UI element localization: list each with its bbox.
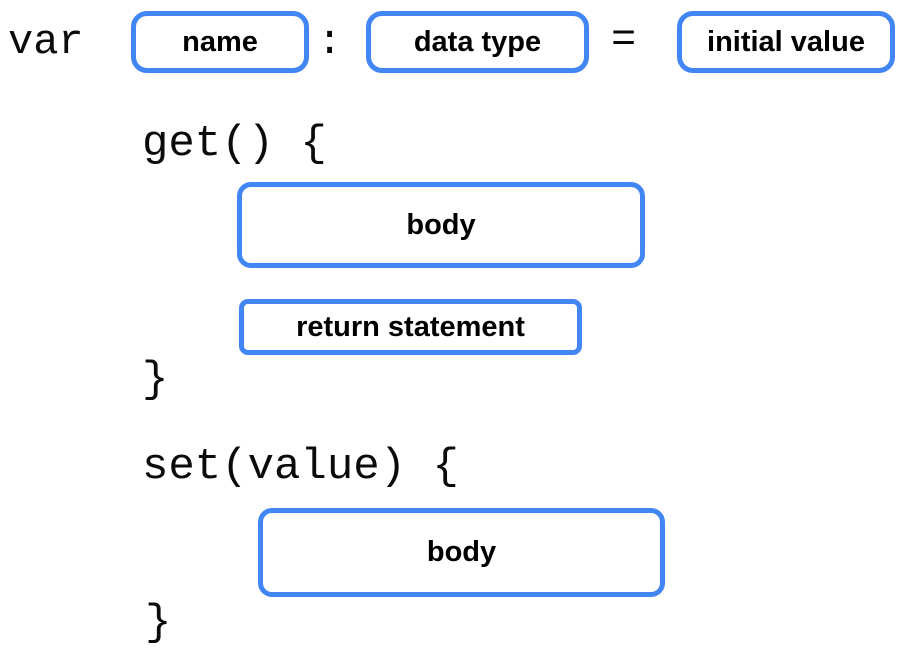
data-type-placeholder-box: data type — [366, 11, 589, 73]
var-keyword: var — [8, 18, 84, 66]
setter-close-brace: } — [145, 598, 172, 648]
initial-value-placeholder-box: initial value — [677, 11, 895, 73]
setter-open-line: set(value) { — [142, 442, 459, 492]
equals-punctuation: = — [611, 16, 637, 64]
getter-body-placeholder-box: body — [237, 182, 645, 268]
return-statement-placeholder-label: return statement — [296, 310, 525, 343]
getter-body-placeholder-label: body — [406, 208, 476, 241]
setter-body-placeholder-label: body — [426, 536, 497, 568]
name-placeholder-label: name — [182, 25, 258, 58]
setter-body-placeholder-box: body — [258, 508, 665, 597]
name-placeholder-box: name — [131, 11, 309, 73]
initial-value-placeholder-label: initial value — [707, 25, 865, 58]
data-type-placeholder-label: data type — [413, 25, 542, 58]
getter-open-line: get() { — [142, 119, 327, 169]
getter-close-brace: } — [142, 355, 169, 405]
return-statement-placeholder-box: return statement — [239, 299, 582, 355]
colon-punctuation: : — [317, 18, 343, 66]
